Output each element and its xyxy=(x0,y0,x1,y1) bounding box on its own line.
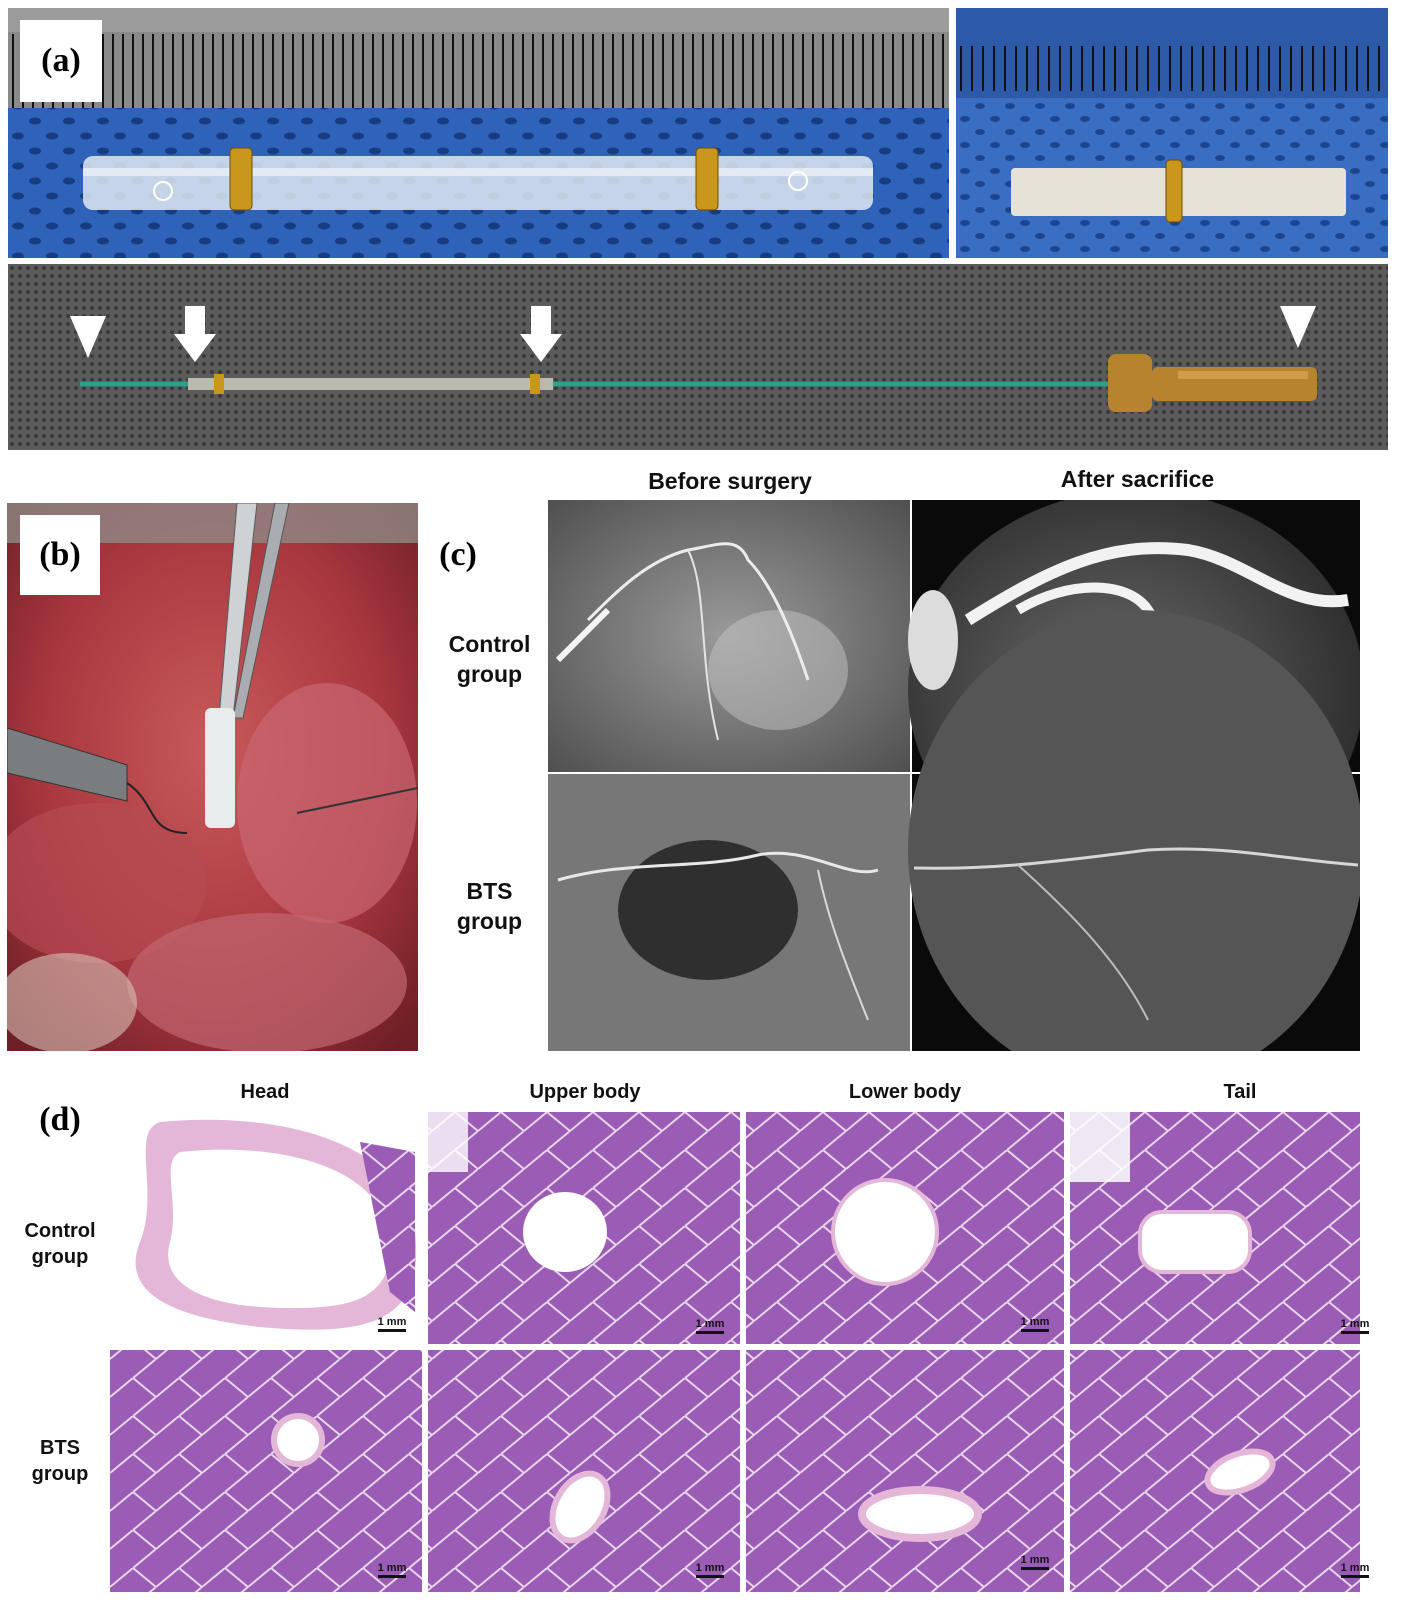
xray-bts-before xyxy=(548,774,910,1051)
panel-d-label: (d) xyxy=(39,1101,81,1138)
histology-control-head xyxy=(110,1112,422,1344)
row-label-control-group: Control group xyxy=(24,1220,96,1268)
arrow-down-icon xyxy=(520,306,562,362)
panel-a: (a) xyxy=(8,8,1388,450)
arrowhead-left-icon xyxy=(70,316,106,358)
row-label-bts-group: BTS group xyxy=(456,878,523,934)
scale-bar-label: 1 mm xyxy=(1020,1554,1050,1566)
photo-delivery-catheter xyxy=(8,264,1388,450)
arrowhead-right-icon xyxy=(1280,306,1316,348)
histology-control-upper-body xyxy=(428,1112,740,1344)
scale-bar-control-lower-body: 1 mm xyxy=(1015,1316,1055,1332)
histology-grid xyxy=(110,1112,1360,1592)
histology-bts-upper-body xyxy=(428,1350,740,1592)
col-header-tail: Tail xyxy=(1223,1081,1257,1103)
scale-bar-label: 1 mm xyxy=(1340,1318,1370,1330)
scale-bar-label: 1 mm xyxy=(695,1562,725,1574)
scale-bar-bts-head: 1 mm xyxy=(372,1562,412,1578)
scale-bar-control-tail: 1 mm xyxy=(1335,1318,1375,1334)
scale-bar-label: 1 mm xyxy=(377,1316,407,1328)
col-header-upper-body: Upper body xyxy=(529,1081,641,1103)
col-header-lower-body: Lower body xyxy=(848,1081,962,1103)
col-header-before-surgery: Before surgery xyxy=(648,468,812,494)
scale-bar-label: 1 mm xyxy=(1340,1562,1370,1574)
panel-a-label: (a) xyxy=(20,20,102,102)
col-header-after-sacrifice: After sacrifice xyxy=(1060,466,1215,492)
scale-bar-bts-upper-body: 1 mm xyxy=(690,1562,730,1578)
xray-bts-after xyxy=(908,610,1360,1051)
col-header-head: Head xyxy=(240,1081,290,1103)
photo-stent-one-marker xyxy=(956,8,1388,258)
row-label-control-group: Control group xyxy=(448,631,531,687)
histology-bts-tail xyxy=(1070,1350,1360,1592)
scale-bar-control-head: 1 mm xyxy=(372,1316,412,1332)
scale-bar-control-upper-body: 1 mm xyxy=(690,1318,730,1334)
photo-stent-two-markers xyxy=(8,8,949,258)
scale-bar-bts-tail: 1 mm xyxy=(1335,1562,1375,1578)
scale-bar-label: 1 mm xyxy=(695,1318,725,1330)
row-label-bts-group: BTS group xyxy=(31,1437,89,1485)
panel-b-label: (b) xyxy=(20,515,100,595)
histology-bts-head xyxy=(110,1350,422,1592)
arrow-down-icon xyxy=(174,306,216,362)
histology-control-lower-body xyxy=(746,1112,1064,1344)
scale-bar-label: 1 mm xyxy=(1020,1316,1050,1328)
panel-c-label: (c) xyxy=(439,536,477,573)
histology-control-tail xyxy=(1070,1112,1360,1344)
histology-bts-lower-body xyxy=(746,1350,1064,1592)
photo-surgical-field xyxy=(7,503,418,1051)
angiography-grid xyxy=(548,500,1360,1051)
scale-bar-label: 1 mm xyxy=(377,1562,407,1574)
xray-control-before xyxy=(548,500,910,772)
scale-bar-bts-lower-body: 1 mm xyxy=(1015,1554,1055,1570)
